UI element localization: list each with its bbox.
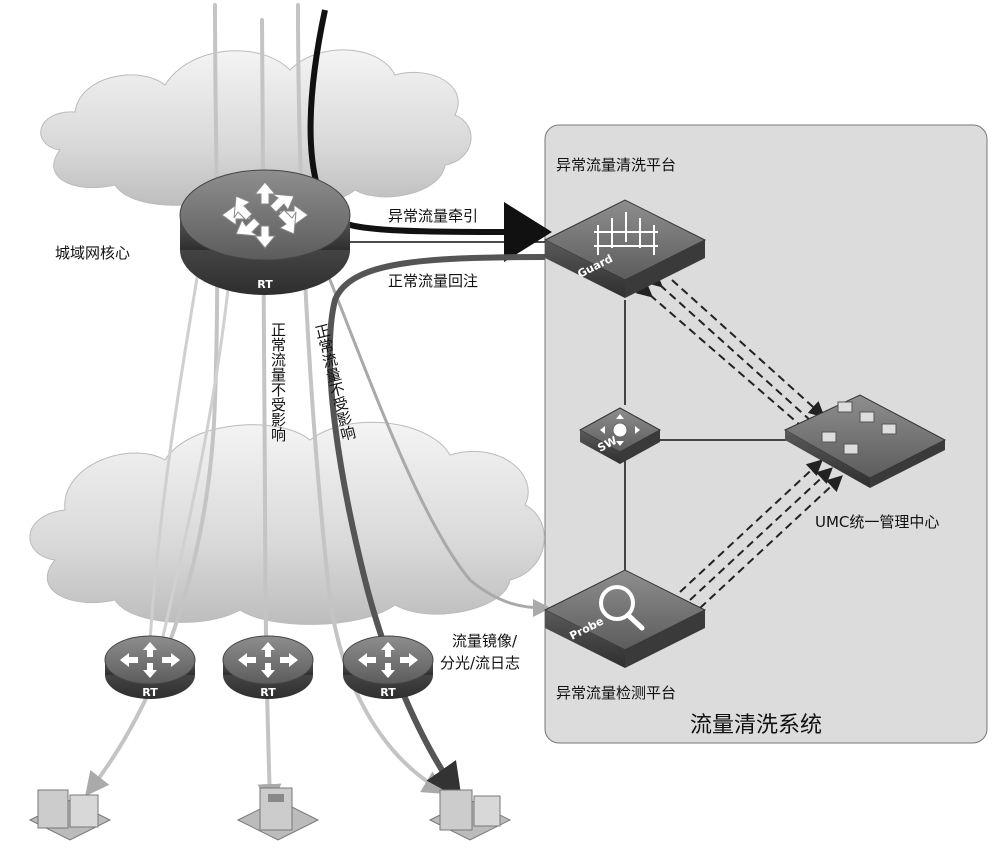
edge-router-label: RT [380,686,396,699]
switch-icon: SW [578,407,662,464]
core-router-label: RT [257,278,273,291]
mirror-label-2: 分光/流日志 [440,654,520,672]
workstation-icon [783,394,947,488]
core-label: 城域网核心 [55,244,130,262]
unaffected-label-1: 正常流量不受影响 [269,322,287,443]
edge-router-label: RT [142,686,158,699]
reinject-label: 正常流量回注 [388,272,478,290]
router-icon: RT [104,635,196,699]
cloud-icon [29,421,545,625]
system-links [624,300,790,580]
umc-label: UMC统一管理中心 [815,513,939,531]
server-icon [236,787,320,841]
edge-router-label: RT [260,686,276,699]
probe-icon: Probe [543,569,707,668]
cleaning-platform-label: 异常流量清洗平台 [556,156,676,174]
management-links [635,271,843,609]
mirror-label-1: 流量镜像/ [452,632,518,650]
router-icon: RT [222,635,314,699]
firewall-icon: Guard [543,199,707,298]
router-icon: RT [179,169,351,295]
server-icon [428,789,512,841]
router-icon: RT [342,635,434,699]
detection-platform-label: 异常流量检测平台 [556,684,676,702]
diversion-label: 异常流量牵引 [388,207,478,225]
server-icon [28,789,112,841]
system-title: 流量清洗系统 [690,713,822,738]
